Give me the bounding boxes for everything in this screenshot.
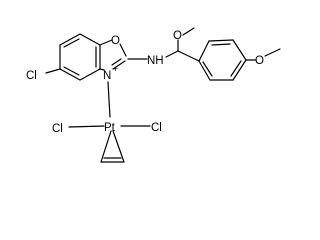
bond-aryl-double-1 xyxy=(211,43,231,46)
bond-o2-me xyxy=(264,48,281,57)
bond-benzo-double-3 xyxy=(63,66,80,76)
bond-pt-cl-left xyxy=(68,125,105,128)
atom-cl-right: Cl xyxy=(151,122,162,134)
atom-cl-ring: Cl xyxy=(26,70,37,82)
atom-o-methoxy-1: O xyxy=(173,30,182,42)
bonds xyxy=(45,27,281,163)
atom-o-ring: O xyxy=(111,35,120,47)
bond-pt-ethylene-2 xyxy=(112,130,125,163)
bond-c2-n xyxy=(112,60,126,70)
bond-aryl-6 xyxy=(198,60,211,81)
bond-o-c2 xyxy=(119,43,127,57)
atom-cl-left: Cl xyxy=(52,123,63,135)
bond-benzo-4 xyxy=(79,68,101,81)
bond-c-cl-ring xyxy=(45,68,61,74)
bond-benzo-1 xyxy=(59,33,81,46)
bond-c2-n-double xyxy=(111,58,122,66)
atom-o-methoxy-2: O xyxy=(255,55,264,67)
bond-aryl-2 xyxy=(208,39,234,42)
bond-benzo-5 xyxy=(59,68,81,81)
bond-aryl-4 xyxy=(232,59,247,81)
bond-ch-aryl xyxy=(177,50,200,62)
chemical-structure-diagram: Cl O N + NH O O Pt Cl Cl xyxy=(26,27,281,163)
bond-n-c-ring xyxy=(99,68,105,71)
bond-benzo-double-1 xyxy=(63,38,80,48)
bond-c-o-ring xyxy=(99,39,113,46)
bond-o1-me xyxy=(182,27,195,36)
bond-n-pt xyxy=(107,81,111,118)
bond-aryl-double-2 xyxy=(230,60,242,77)
bond-pt-ethylene-1 xyxy=(100,130,112,163)
bond-aryl-3 xyxy=(232,39,247,61)
bond-nh-ch xyxy=(165,50,179,58)
atom-n-ring: N xyxy=(103,70,111,82)
atom-nh: NH xyxy=(147,55,164,67)
bond-benzo-2 xyxy=(79,33,101,46)
bond-aryl-1 xyxy=(198,40,210,62)
bond-aryl-double-3 xyxy=(202,61,213,77)
atom-labels: Cl O N + NH O O Pt Cl Cl xyxy=(26,30,264,135)
atom-n-charge: + xyxy=(113,64,118,74)
atom-pt: Pt xyxy=(104,122,116,134)
